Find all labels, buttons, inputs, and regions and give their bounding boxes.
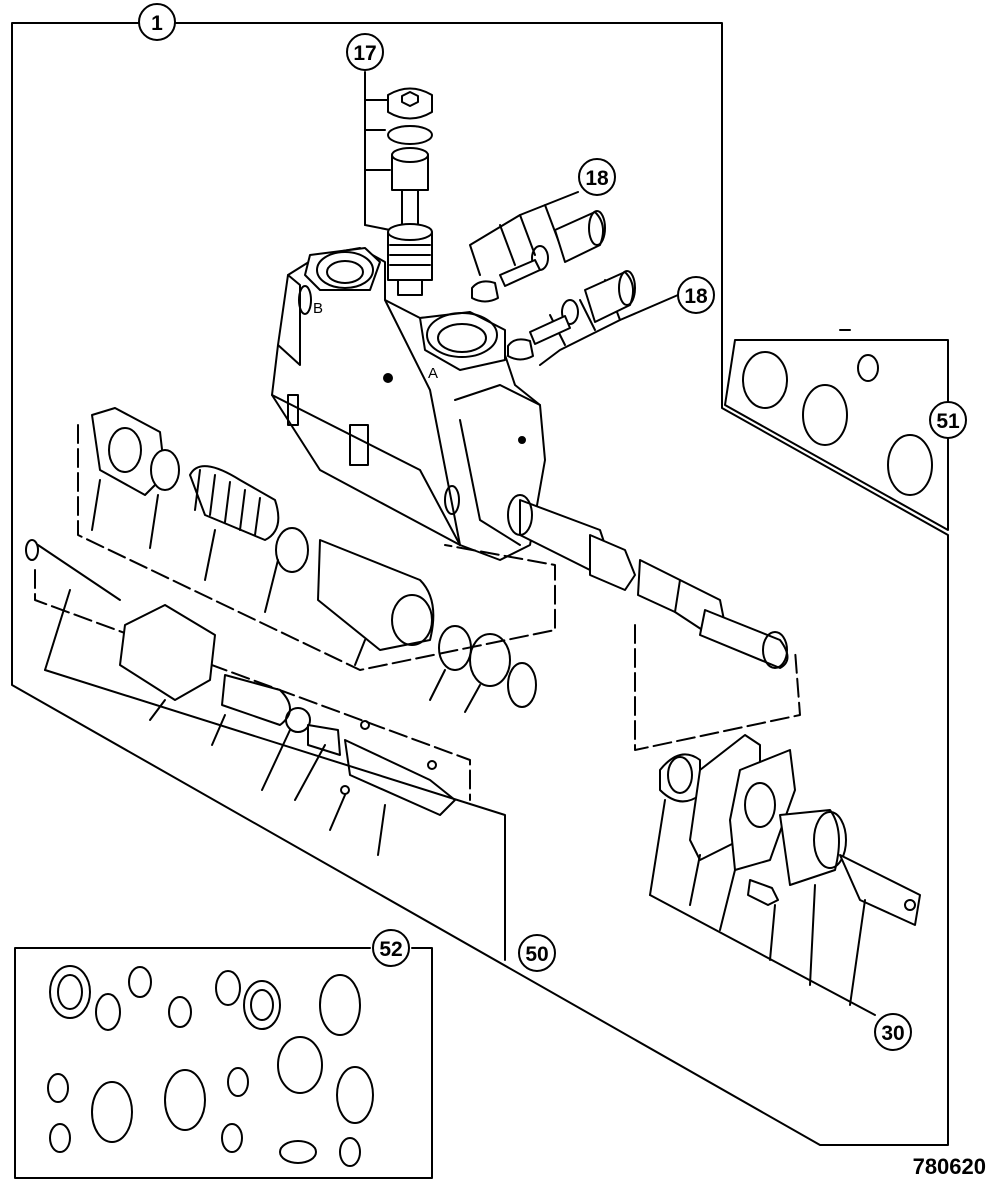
callout-50: 50: [518, 934, 556, 972]
seal-kit-52: [14, 947, 433, 1179]
spool: [507, 494, 789, 669]
svg-text:52: 52: [379, 938, 402, 961]
relief-valve-17: [364, 71, 433, 296]
svg-text:1: 1: [151, 12, 163, 35]
lever-assembly-30: [649, 734, 921, 1016]
svg-text:18: 18: [684, 285, 708, 308]
svg-text:18: 18: [585, 167, 609, 190]
callout-1: 1: [138, 3, 176, 41]
callout-17: 17: [346, 33, 384, 71]
callout-52: 52: [372, 929, 410, 967]
callout-18-upper: 18: [578, 158, 616, 196]
check-valve-18-lower: [507, 270, 679, 366]
callout-30: 30: [874, 1013, 912, 1051]
svg-text:30: 30: [881, 1022, 904, 1045]
svg-text:50: 50: [525, 943, 548, 966]
svg-text:51: 51: [936, 410, 960, 433]
figure-number: 780620: [912, 1154, 986, 1179]
callout-18-lower: 18: [677, 276, 715, 314]
cap-assembly-50: [25, 407, 556, 961]
seal-kit-51: [724, 329, 949, 531]
callout-51: 51: [929, 401, 967, 439]
assembly-1-boundary: [11, 22, 949, 1146]
port-b-label: B: [313, 300, 323, 317]
svg-text:17: 17: [353, 42, 376, 65]
check-valve-18-upper: [469, 191, 606, 303]
valve-body: B A: [271, 247, 546, 561]
port-a-label: A: [428, 365, 438, 382]
dash-spool-frame: [634, 624, 801, 751]
